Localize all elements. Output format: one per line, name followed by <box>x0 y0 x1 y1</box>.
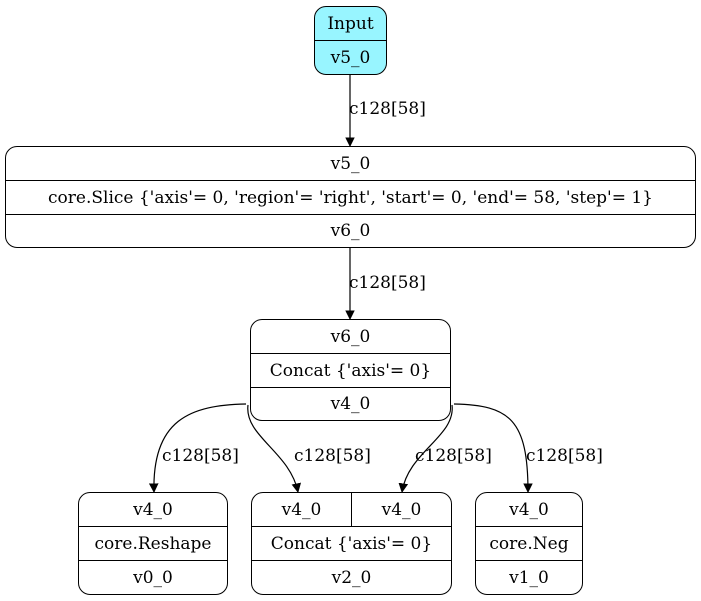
edge-label-input-to-slice: c128[58] <box>349 99 426 119</box>
reshape-node[interactable]: v4_0 core.Reshape v0_0 <box>78 492 228 595</box>
edge-label-slice-to-concat: c128[58] <box>349 273 426 293</box>
concat-bottom-output: v2_0 <box>252 560 451 594</box>
input-node-title: Input <box>327 13 374 34</box>
edge-label-concat-to-concat-a: c128[58] <box>294 446 371 466</box>
slice-node-op: core.Slice {'axis'= 0, 'region'= 'right'… <box>6 180 695 214</box>
reshape-node-output: v0_0 <box>79 560 227 594</box>
concat-bottom-input-b: v4_0 <box>351 493 451 526</box>
concat-bottom-op: Concat {'axis'= 0} <box>252 526 451 560</box>
neg-node[interactable]: v4_0 core.Neg v1_0 <box>475 492 583 595</box>
slice-node-output: v6_0 <box>6 214 695 247</box>
concat-bottom-inputs: v4_0 v4_0 <box>252 493 451 526</box>
input-node[interactable]: Input v5_0 <box>314 6 387 75</box>
edge-concat-to-reshape <box>148 403 247 493</box>
edge-concat-to-concat-a <box>247 404 302 493</box>
edge-concat-to-neg <box>453 403 533 493</box>
slice-node[interactable]: v5_0 core.Slice {'axis'= 0, 'region'= 'r… <box>5 146 696 248</box>
slice-node-input: v5_0 <box>330 153 371 174</box>
neg-node-input: v4_0 <box>509 499 549 520</box>
edge-label-concat-to-concat-b: c128[58] <box>415 446 492 466</box>
edge-label-concat-to-neg: c128[58] <box>526 446 603 466</box>
reshape-node-op: core.Reshape <box>79 526 227 560</box>
concat-top-output: v4_0 <box>251 387 450 420</box>
neg-node-op: core.Neg <box>476 526 582 560</box>
concat-bottom-input-a: v4_0 <box>281 499 322 520</box>
edge-concat-to-concat-b <box>398 404 453 493</box>
neg-node-output: v1_0 <box>476 560 582 594</box>
concat-top-op: Concat {'axis'= 0} <box>251 353 450 387</box>
concat-top-input: v6_0 <box>330 326 371 347</box>
reshape-node-input: v4_0 <box>133 499 173 520</box>
edge-label-concat-to-reshape: c128[58] <box>162 446 239 466</box>
concat-node-bottom[interactable]: v4_0 v4_0 Concat {'axis'= 0} v2_0 <box>251 492 452 595</box>
concat-node-top[interactable]: v6_0 Concat {'axis'= 0} v4_0 <box>250 319 451 421</box>
input-node-name: v5_0 <box>315 40 386 74</box>
